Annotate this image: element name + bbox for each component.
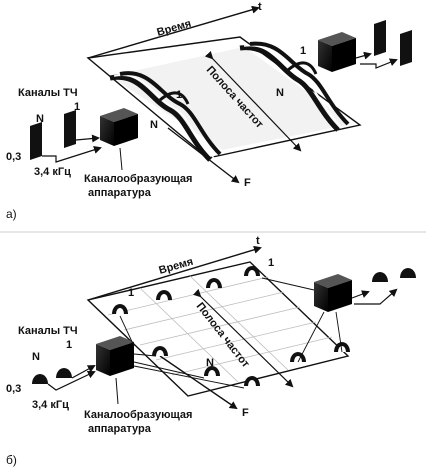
panel-b-time-axis: [87, 245, 262, 301]
panel-a-channel-1-label: 1: [74, 101, 80, 113]
panel-b-equipment-links-left: [119, 315, 245, 389]
panel-a-channels-label: Каналы ТЧ: [18, 87, 78, 99]
panel-b-band-high: 3,4 кГц: [32, 399, 69, 411]
panel-b-out-slot-1: [372, 272, 388, 282]
panel-b-slot-highlights: [116, 270, 346, 386]
panel-a-time-axis-letter: t: [258, 1, 262, 13]
panel-a-channel-1-block: [64, 110, 76, 148]
panel-b-slot-label-n: N: [206, 357, 214, 369]
panel-b-equipment-cube-right: [314, 274, 352, 312]
panel-a-time-axis: [87, 5, 260, 59]
panel-b-channels-label: Каналы ТЧ: [18, 325, 78, 337]
panel-a-equipment-cube-left: [100, 108, 138, 146]
panel-a-equipment-cube-right: [318, 32, 356, 72]
panel-b-band-arrow: [192, 288, 294, 388]
panel-a-band-high: 3,4 кГц: [34, 166, 71, 178]
panel-a-time-label: Время: [156, 18, 193, 39]
panel-a-wave-label-nb: N: [276, 87, 284, 99]
panel-b-equipment-label-2: аппаратура: [88, 423, 152, 435]
panel-a-out-channel-n: [400, 30, 412, 66]
panel-b-channel-1-slot: [56, 368, 72, 378]
panel-b: Время t F Полоса частот: [6, 235, 416, 467]
panel-a-band-low: 0,3: [6, 151, 21, 163]
panel-a-wave-label-1b: 1: [300, 45, 306, 57]
panel-b-equipment-label-1: Каналообразующая: [84, 409, 192, 421]
panel-a-freq-axis-letter: F: [244, 177, 251, 189]
panel-a-spectrum-right: [239, 41, 350, 132]
panel-a-spectrum-left: [109, 71, 222, 162]
panel-b-slot-label-1: 1: [128, 287, 134, 299]
panel-b-slot-label-1b: 1: [268, 257, 274, 269]
panel-a: Время t F Полоса частот 1 N 1 N Каналы Т…: [6, 1, 412, 221]
panel-b-channel-1-label: 1: [66, 339, 72, 351]
panel-a-channel-n-label: N: [36, 113, 44, 125]
panel-a-band-arrow: [204, 50, 302, 152]
panel-b-channel-n-label: N: [32, 351, 40, 363]
panel-a-equipment-label-1: Каналообразующая: [84, 173, 192, 185]
panel-b-freq-axis-letter: F: [242, 407, 249, 419]
panel-a-out-channel-1: [374, 20, 386, 56]
panel-b-time-axis-letter: t: [256, 235, 260, 247]
panel-b-letter: б): [6, 453, 17, 467]
panel-b-channel-n-slot: [32, 374, 48, 384]
panel-a-channel-n-block: [30, 122, 42, 160]
panel-a-wave-label-1: 1: [176, 89, 182, 101]
panel-b-equipment-links-right: [261, 277, 343, 363]
panel-b-out-slot-n: [400, 268, 416, 278]
panel-b-band-low: 0,3: [6, 383, 21, 395]
panel-a-equipment-label-2: аппаратура: [88, 187, 152, 199]
panel-b-equipment-cube-left: [96, 336, 134, 376]
panel-a-wave-label-n: N: [150, 119, 158, 131]
panel-a-letter: а): [6, 207, 17, 221]
